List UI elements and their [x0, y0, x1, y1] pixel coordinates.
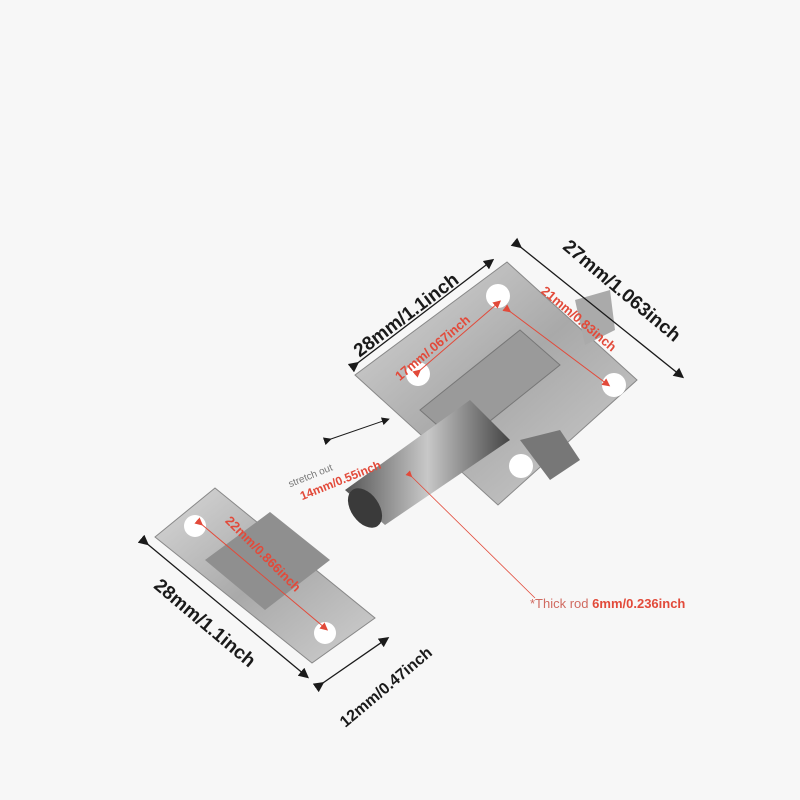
- rod-caption: *Thick rod: [530, 596, 589, 611]
- bolt-rod: [345, 400, 580, 528]
- keeper-plate: [154, 487, 376, 664]
- rod-label: *Thick rod 6mm/0.236inch: [530, 596, 685, 611]
- rod-value: 6mm/0.236inch: [592, 596, 686, 611]
